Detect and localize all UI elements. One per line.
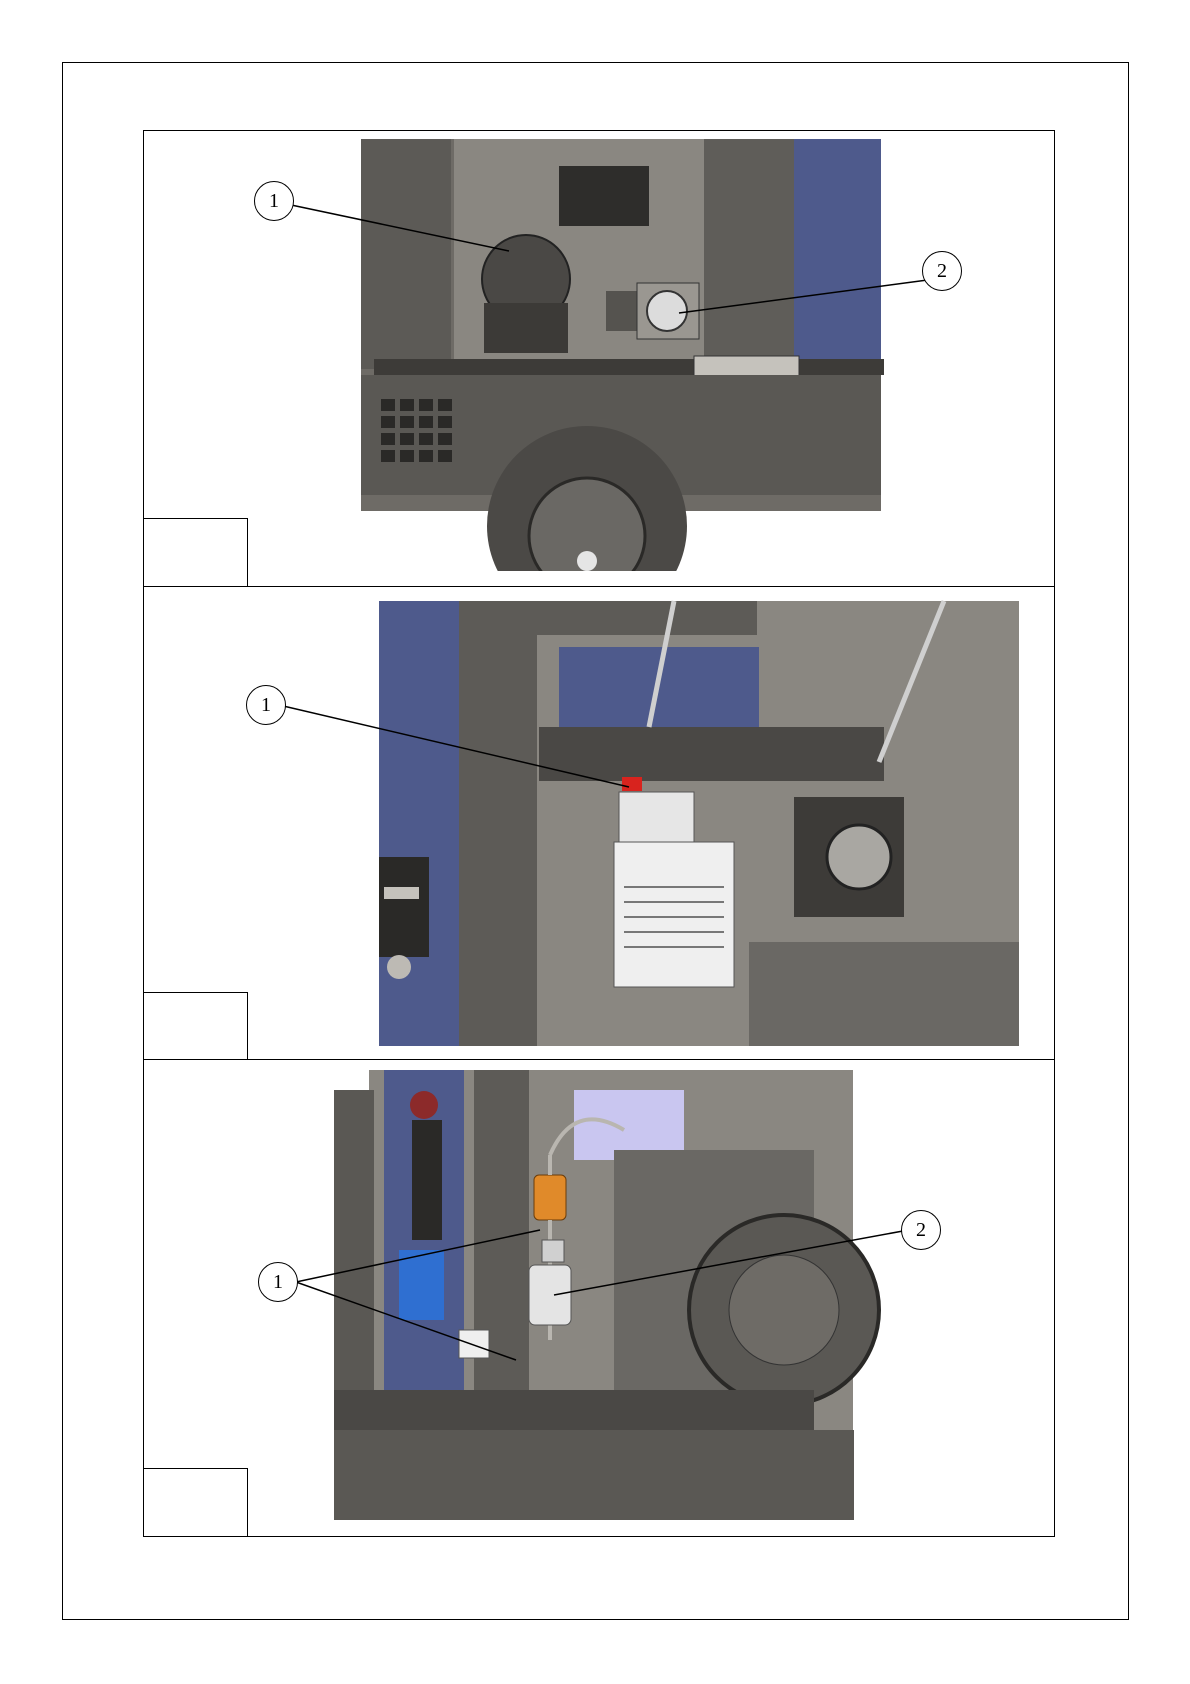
fuel-filter	[529, 1265, 571, 1325]
socket	[387, 955, 411, 979]
control-panel	[379, 857, 429, 957]
generator-fuel-tap-illustration	[144, 587, 1055, 1060]
fuel-gauge	[647, 291, 687, 331]
housing-ledge	[374, 359, 884, 375]
background-opening	[574, 1090, 684, 1160]
callout-1: 1	[246, 685, 286, 725]
figure-panel-1: 1 2	[143, 130, 1055, 587]
wheel-hub	[577, 551, 597, 571]
engine-block	[614, 842, 734, 987]
callout-1: 1	[254, 181, 294, 221]
control-module	[559, 166, 649, 226]
callout-2: 2	[922, 251, 962, 291]
figure-panel-2: 1	[143, 586, 1055, 1060]
figure-label-box	[143, 1468, 248, 1537]
red-knob	[410, 1091, 438, 1119]
fuel-pump	[534, 1175, 566, 1220]
tank-shelf	[539, 727, 884, 781]
air-filter-cover	[827, 825, 891, 889]
filter-connector	[542, 1240, 564, 1262]
flywheel-center	[729, 1255, 839, 1365]
callout-1: 1	[258, 1262, 298, 1302]
blue-socket	[399, 1250, 444, 1320]
wheel-mask	[144, 571, 1055, 587]
base-plate	[334, 1430, 854, 1520]
figure-label-box	[143, 992, 248, 1060]
vertical-frame-post	[459, 601, 537, 1046]
alternator-block	[749, 942, 1019, 1046]
top-frame-beam	[537, 601, 757, 635]
fuel-filter-housing	[619, 792, 694, 842]
hose-clamp	[459, 1330, 489, 1358]
switch	[384, 887, 419, 899]
blue-side-panel	[379, 601, 469, 1046]
control-unit	[412, 1120, 442, 1240]
fuel-tap	[622, 777, 642, 791]
figure-label-box	[143, 518, 248, 587]
base-frame	[334, 1390, 814, 1430]
callout-2: 2	[901, 1210, 941, 1250]
housing-right-wall	[704, 139, 794, 369]
fuel-filler-neck	[484, 303, 568, 353]
latch-handle	[694, 356, 799, 378]
housing-left-wall	[361, 139, 451, 369]
figure-panel-3: 1 2	[143, 1059, 1055, 1537]
